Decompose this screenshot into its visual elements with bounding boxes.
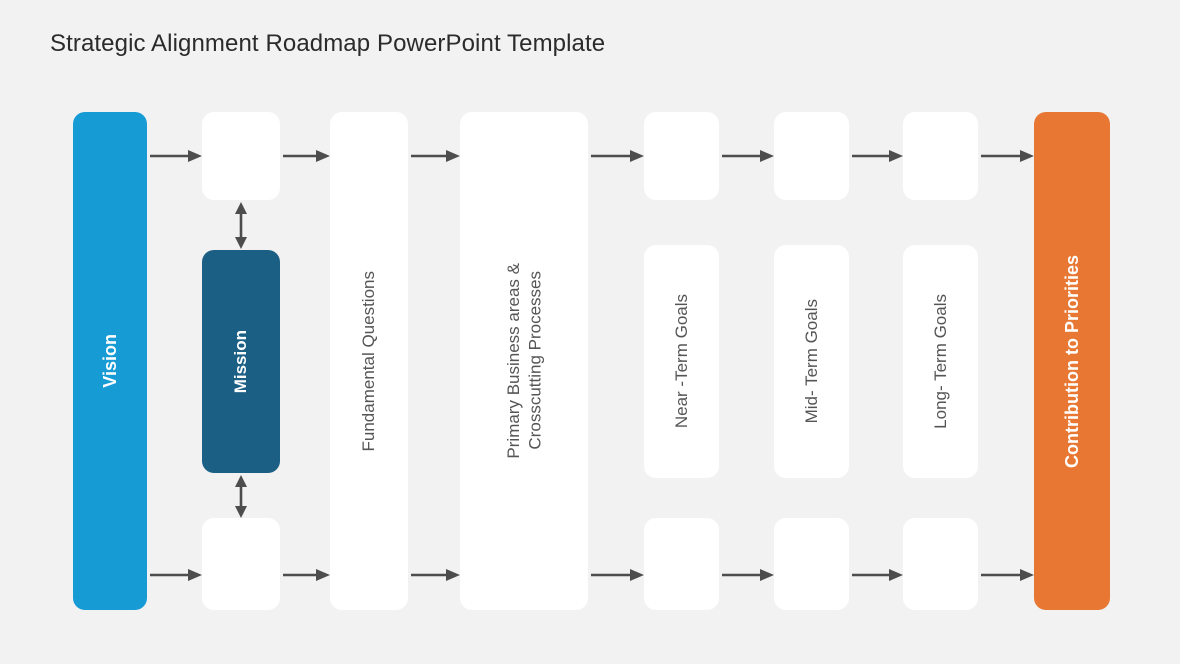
node-mid-bottom[interactable] xyxy=(774,518,849,610)
node-top-blank-1[interactable] xyxy=(202,112,280,200)
arrow-primary-to-near-bottom xyxy=(591,568,644,582)
node-mid-top[interactable] xyxy=(774,112,849,200)
node-vision-label: Vision xyxy=(99,334,120,388)
arrow-primary-to-near-top xyxy=(591,149,644,163)
arrow-mission-bottom-blank-bidirectional xyxy=(234,475,248,518)
arrow-top-blank-to-fundamental xyxy=(283,149,330,163)
node-bottom-blank-1[interactable] xyxy=(202,518,280,610)
node-contribution-to-priorities-label: Contribution to Priorities xyxy=(1061,254,1082,468)
page-title: Strategic Alignment Roadmap PowerPoint T… xyxy=(50,30,606,57)
node-primary-business-areas-label: Primary Business areas & Crosscutting Pr… xyxy=(503,263,544,459)
node-mid-term-goals[interactable]: Mid- Term Goals xyxy=(774,245,849,478)
arrow-mid-to-long-bottom xyxy=(852,568,903,582)
node-fundamental-questions[interactable]: Fundamental Questions xyxy=(330,112,408,610)
node-mission[interactable]: Mission xyxy=(202,250,280,473)
node-near-term-goals-label: Near -Term Goals xyxy=(671,294,691,429)
node-long-term-goals-label: Long- Term Goals xyxy=(930,294,950,429)
arrow-fundamental-to-primary-top xyxy=(411,149,460,163)
arrow-mid-to-long-top xyxy=(852,149,903,163)
node-long-top[interactable] xyxy=(903,112,978,200)
node-mid-term-goals-label: Mid- Term Goals xyxy=(801,299,821,424)
arrow-near-to-mid-bottom xyxy=(722,568,774,582)
arrow-long-to-contribution-bottom xyxy=(981,568,1034,582)
node-primary-business-areas[interactable]: Primary Business areas & Crosscutting Pr… xyxy=(460,112,588,610)
node-near-bottom[interactable] xyxy=(644,518,719,610)
arrow-vision-to-top-blank xyxy=(150,149,202,163)
node-fundamental-questions-label: Fundamental Questions xyxy=(359,270,379,452)
node-mission-label: Mission xyxy=(231,329,251,394)
node-vision[interactable]: Vision xyxy=(73,112,147,610)
arrow-bottom-blank-to-fundamental xyxy=(283,568,330,582)
node-near-top[interactable] xyxy=(644,112,719,200)
node-contribution-to-priorities[interactable]: Contribution to Priorities xyxy=(1034,112,1110,610)
node-near-term-goals[interactable]: Near -Term Goals xyxy=(644,245,719,478)
arrow-fundamental-to-primary-bottom xyxy=(411,568,460,582)
node-long-term-goals[interactable]: Long- Term Goals xyxy=(903,245,978,478)
node-long-bottom[interactable] xyxy=(903,518,978,610)
arrow-long-to-contribution-top xyxy=(981,149,1034,163)
arrow-vision-to-bottom-blank xyxy=(150,568,202,582)
arrow-top-blank-mission-bidirectional xyxy=(234,202,248,249)
arrow-near-to-mid-top xyxy=(722,149,774,163)
